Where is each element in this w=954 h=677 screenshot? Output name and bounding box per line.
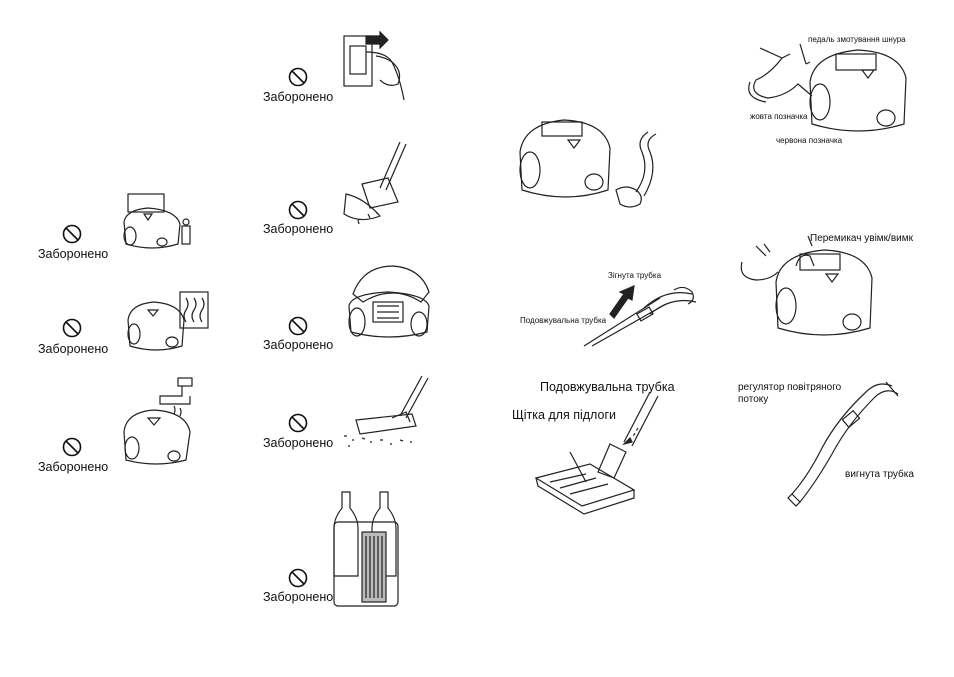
forbidden-label: Заборонено xyxy=(263,90,334,104)
extension-tube-small-label: Подовжувальна трубка xyxy=(520,316,607,325)
prohibition-icon xyxy=(288,67,308,87)
red-mark-label: червона позначка xyxy=(776,136,843,145)
unplug-cord-illustration xyxy=(343,30,405,101)
bent-tube-illustration xyxy=(787,381,899,507)
pedal-label: педаль змотування шнура xyxy=(808,35,906,44)
floor-brush-illustration xyxy=(534,391,659,515)
forbidden-label: Заборонено xyxy=(263,436,334,450)
yellow-mark-label: жовта позначка xyxy=(750,112,808,121)
prohibition-icon xyxy=(62,437,82,457)
extension-tube-label: Подовжувальна трубка xyxy=(540,380,675,394)
prohibition-icon xyxy=(288,200,308,220)
brush-debris-illustration xyxy=(344,375,429,447)
prohibition-icon xyxy=(288,316,308,336)
forbidden-label: Заборонено xyxy=(263,590,334,604)
brush-liquid-illustration xyxy=(343,141,407,225)
cord-rewind-illustration xyxy=(748,43,907,132)
bent-tube-label: вигнута трубка xyxy=(845,469,914,480)
tube-joining-illustration xyxy=(583,285,697,347)
power-switch-illustration xyxy=(740,235,873,336)
forbidden-label: Заборонено xyxy=(263,222,334,236)
prohibition-icon xyxy=(62,224,82,244)
open-vacuum-illustration xyxy=(348,265,430,338)
floor-brush-label: Щітка для підлоги xyxy=(512,408,616,422)
vacuum-water-illustration xyxy=(123,377,193,465)
bent-tube-small-label: Зігнута трубка xyxy=(608,271,662,280)
prohibition-icon xyxy=(62,318,82,338)
forbidden-label: Заборонено xyxy=(38,342,109,356)
forbidden-label: Заборонено xyxy=(38,247,109,261)
power-switch-label: Перемикач увімк/вимк xyxy=(810,233,913,244)
hose-connection-illustration xyxy=(519,119,657,208)
filter-bottles-illustration xyxy=(333,491,399,607)
forbidden-label: Заборонено xyxy=(38,460,109,474)
forbidden-label: Заборонено xyxy=(263,338,334,352)
prohibition-icon xyxy=(288,568,308,588)
vacuum-spray-illustration xyxy=(123,193,191,249)
vacuum-heater-illustration xyxy=(127,291,209,351)
air-regulator-label: регулятор повітряного потоку xyxy=(738,382,842,405)
prohibition-icon xyxy=(288,413,308,433)
